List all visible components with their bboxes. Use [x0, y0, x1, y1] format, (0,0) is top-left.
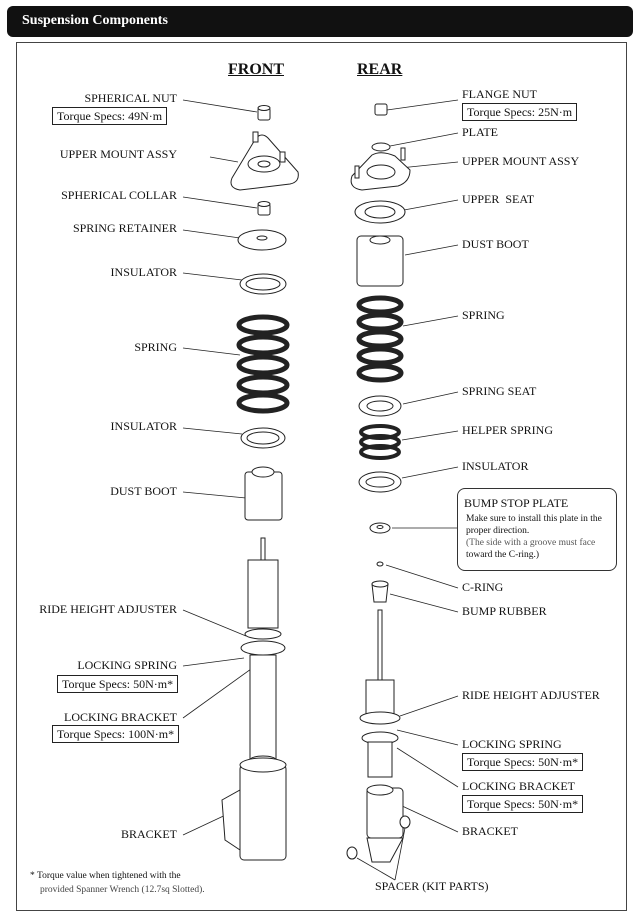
rear-bracket [366, 784, 404, 863]
rear-shock-absorber [359, 609, 401, 778]
rear-spring [356, 295, 404, 383]
rear-flange-nut [374, 103, 388, 116]
rear-column-heading: REAR [357, 61, 403, 78]
rear-c-ring [376, 561, 384, 567]
note-line-1: Make sure to install this plate in the p… [466, 514, 602, 536]
label-front-locking-bracket: LOCKING BRACKET [64, 710, 177, 724]
front-column-heading: FRONT [228, 61, 284, 78]
label-front-upper-mount: UPPER MOUNT ASSY [59, 147, 177, 161]
note-line-3: toward the C-ring.) [466, 550, 540, 560]
label-spherical-collar: SPHERICAL COLLAR [61, 188, 177, 202]
footnote-line-1: * Torque value when tightened with the [30, 871, 181, 881]
label-rear-dust-boot: DUST BOOT [462, 237, 529, 251]
label-rear-upper-mount: UPPER MOUNT ASSY [462, 154, 580, 168]
label-front-insulator-top: INSULATOR [110, 265, 177, 279]
label-front-spring: SPRING [134, 340, 177, 354]
label-front-dust-boot: DUST BOOT [110, 484, 177, 498]
torque-rear-locking-spring: Torque Specs: 50N·m* [462, 753, 584, 771]
front-insulator-bottom [240, 427, 286, 449]
torque-flange-nut: Torque Specs: 25N·m [462, 103, 578, 121]
label-front-ride-height-adjuster: RIDE HEIGHT ADJUSTER [39, 602, 177, 616]
label-rear-locking-spring: LOCKING SPRING [462, 737, 562, 751]
label-spherical-nut: SPHERICAL NUT [84, 91, 177, 105]
torque-spherical-nut: Torque Specs: 49N·m [52, 107, 168, 125]
front-upper-mount [230, 131, 299, 191]
label-helper-spring: HELPER SPRING [462, 423, 554, 437]
spacer-parts [346, 815, 411, 860]
section-title: Suspension Components [22, 13, 168, 28]
rear-bump-stop-plate [369, 522, 391, 534]
front-insulator-top [239, 273, 287, 295]
label-spring-retainer: SPRING RETAINER [72, 221, 177, 235]
front-spring [236, 314, 290, 414]
label-c-ring: C-RING [462, 580, 504, 594]
front-spring-retainer [237, 229, 287, 251]
rear-upper-mount [350, 147, 411, 191]
section-header: Suspension Components [7, 6, 633, 37]
front-dust-boot [244, 466, 283, 521]
label-rear-locking-bracket: LOCKING BRACKET [462, 779, 575, 793]
rear-dust-boot [356, 235, 404, 287]
rear-bump-rubber [371, 580, 389, 603]
rear-plate [371, 142, 391, 152]
label-spring-seat: SPRING SEAT [462, 384, 537, 398]
label-upper-seat: UPPER SEAT [462, 192, 535, 206]
note-line-2: (The side with a groove must face [466, 538, 596, 548]
label-front-bracket: BRACKET [120, 827, 177, 841]
torque-front-locking-bracket: Torque Specs: 100N·m* [52, 725, 180, 743]
leader-lines [182, 99, 459, 881]
label-rear-bracket: BRACKET [462, 824, 519, 838]
diagram-frame [16, 42, 627, 911]
footnote-line-2: provided Spanner Wrench (12.7sq Slotted)… [40, 885, 205, 895]
label-bump-rubber: BUMP RUBBER [462, 604, 547, 618]
label-flange-nut: FLANGE NUT [462, 87, 537, 101]
torque-footnote: * Torque value when tightened with the p… [30, 869, 205, 897]
label-spacer: SPACER (KIT PARTS) [375, 879, 489, 893]
label-rear-ride-height-adjuster: RIDE HEIGHT ADJUSTER [462, 688, 600, 702]
rear-spring-seat [358, 395, 402, 417]
front-shock-absorber [240, 537, 286, 765]
front-spherical-nut [257, 105, 271, 121]
note-body: Make sure to install this plate in the p… [466, 513, 616, 561]
rear-helper-spring [359, 424, 401, 460]
front-bracket [221, 757, 287, 861]
rear-upper-seat [354, 200, 406, 224]
torque-rear-locking-bracket: Torque Specs: 50N·m* [462, 795, 584, 813]
label-front-locking-spring: LOCKING SPRING [77, 658, 177, 672]
note-title: BUMP STOP PLATE [464, 496, 569, 510]
rear-insulator [358, 471, 402, 493]
front-spherical-collar [257, 201, 271, 216]
label-plate: PLATE [462, 125, 498, 139]
label-rear-insulator: INSULATOR [462, 459, 529, 473]
torque-front-locking-spring: Torque Specs: 50N·m* [57, 675, 179, 693]
label-rear-spring: SPRING [462, 308, 505, 322]
label-front-insulator-bottom: INSULATOR [110, 419, 177, 433]
bump-stop-plate-note: BUMP STOP PLATE Make sure to install thi… [457, 488, 617, 571]
